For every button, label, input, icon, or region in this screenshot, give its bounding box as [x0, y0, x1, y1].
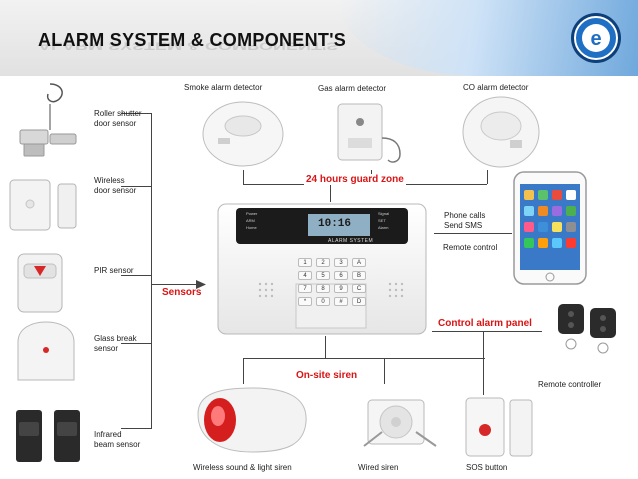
connector-pir — [121, 275, 151, 276]
zone-label-siren: On-site siren — [296, 370, 358, 381]
connector-door — [121, 186, 151, 187]
keypad-key: 5 — [316, 271, 330, 280]
led-home: Home — [246, 225, 257, 230]
keypad-key: 3 — [334, 258, 348, 267]
infrared-beam-sensor-icon — [16, 410, 80, 462]
sos-button-icon — [465, 397, 533, 457]
app-icon — [552, 222, 562, 232]
siren-tick-mid — [384, 358, 385, 384]
zone-label-guard: 24 hours guard zone — [304, 174, 406, 185]
keypad-key: C — [352, 284, 366, 293]
logo-letter: e — [590, 28, 601, 50]
sensor-label-glass: Glass break sensor — [94, 334, 137, 353]
output-label-sos: SOS button — [466, 463, 508, 472]
wired-siren-icon — [363, 399, 437, 447]
app-icon — [566, 190, 576, 200]
app-icon — [566, 222, 576, 232]
page-title-reflection: ALARM SYSTEM & COMPONENT'S — [38, 40, 339, 52]
output-label-wired-siren: Wired siren — [358, 463, 399, 472]
keypad-key: 7 — [298, 284, 312, 293]
app-icon — [566, 238, 576, 248]
app-icon — [524, 206, 534, 216]
led-power: Power — [246, 211, 258, 216]
keypad-key: 4 — [298, 271, 312, 280]
e-logo-icon: e — [571, 13, 621, 63]
app-icon — [538, 238, 548, 248]
output-label-remote: Remote controller — [538, 380, 602, 389]
app-icon — [552, 206, 562, 216]
sensor-label-beam: Infrared beam sensor — [94, 430, 141, 449]
guard-zone-tick-right — [487, 170, 488, 184]
keypad-key: A — [352, 258, 366, 267]
siren-drop-line — [325, 336, 326, 358]
led-signal: Signal — [378, 211, 390, 216]
detector-label-co: CO alarm detector — [463, 83, 529, 92]
control-panel-link-line — [432, 331, 542, 332]
keypad-key: 9 — [334, 284, 348, 293]
sensor-bus-line — [151, 113, 152, 429]
sensor-label-pir: PIR sensor — [94, 266, 134, 275]
app-icon — [552, 190, 562, 200]
app-icon — [524, 190, 534, 200]
keypad-key: B — [352, 271, 366, 280]
panel-leds-right: Signal SET Alarm — [378, 210, 389, 231]
detector-label-smoke: Smoke alarm detector — [184, 83, 263, 92]
page-title: ALARM SYSTEM & COMPONENT'S — [38, 30, 347, 50]
gas-detector-icon — [337, 103, 401, 163]
connector-beam — [121, 428, 151, 429]
app-icon — [538, 190, 548, 200]
siren-bracket — [243, 358, 485, 359]
output-label-wireless-siren: Wireless sound & light siren — [193, 463, 292, 472]
glass-break-sensor-icon — [17, 321, 75, 381]
remote-controller-icon — [558, 304, 616, 354]
keypad-key: 0 — [316, 297, 330, 306]
zone-label-control-panel: Control alarm panel — [438, 318, 532, 329]
keypad-key: 8 — [316, 284, 330, 293]
app-icon — [566, 206, 576, 216]
keypad-key: 2 — [316, 258, 330, 267]
keypad-key: 1 — [298, 258, 312, 267]
zone-label-sensors: Sensors — [162, 287, 202, 298]
phone-remote-label: Remote control — [443, 243, 498, 252]
door-sensor-icon — [9, 179, 77, 231]
connector-glass — [121, 343, 151, 344]
wireless-siren-icon — [197, 387, 307, 453]
control-panel-drop-line — [483, 331, 484, 395]
led-alarm: Alarm — [378, 225, 389, 230]
detector-label-gas: Gas alarm detector — [318, 84, 387, 93]
app-icon — [538, 222, 548, 232]
keypad-key: * — [298, 297, 312, 306]
sensor-label-door: Wireless door sensor — [94, 176, 137, 195]
keypad-key: D — [352, 297, 366, 306]
roller-shutter-sensor-icon — [19, 83, 77, 157]
led-arm: ARM — [246, 218, 255, 223]
phone-calls-label: Phone calls Send SMS — [444, 211, 486, 230]
siren-tick-left — [243, 358, 244, 384]
sensor-label-roller: Roller shutter door sensor — [94, 109, 142, 128]
connector-roller — [121, 113, 151, 114]
panel-leds-left: Power ARM Home — [246, 210, 257, 231]
panel-display-time: 10:16 — [318, 218, 352, 230]
sensors-arrow-head — [196, 280, 206, 289]
led-set: SET — [378, 218, 386, 223]
app-icon — [552, 238, 562, 248]
phone-link-line — [434, 233, 512, 234]
keypad-key: 6 — [334, 271, 348, 280]
guard-zone-tick-left — [243, 170, 244, 184]
co-detector-icon — [462, 96, 540, 168]
app-icon — [524, 222, 534, 232]
pir-sensor-icon — [17, 253, 63, 313]
smartphone-icon — [513, 171, 587, 285]
guard-zone-drop — [330, 184, 331, 202]
smoke-detector-icon — [202, 101, 284, 167]
panel-brand: ALARM SYSTEM — [328, 238, 374, 244]
app-icon — [524, 238, 534, 248]
app-icon — [538, 206, 548, 216]
sensors-arrow-line — [151, 284, 199, 285]
keypad-key: # — [334, 297, 348, 306]
